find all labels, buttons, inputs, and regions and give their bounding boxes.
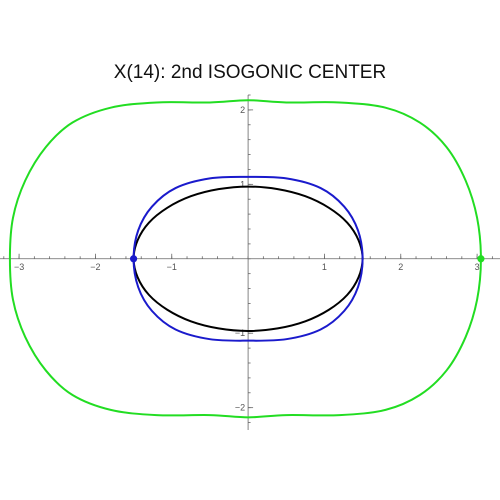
axes: −3 −2 −1 1 2 3 −2 −1 1 2 — [0, 94, 500, 430]
x-tick-label: 2 — [398, 262, 403, 272]
y-tick-label: 1 — [240, 179, 245, 189]
y-tick-label: −2 — [235, 403, 245, 413]
chart-title: X(14): 2nd ISOGONIC CENTER — [113, 62, 387, 83]
y-tick-label: 2 — [240, 105, 245, 115]
y-tick-label: −1 — [235, 328, 245, 338]
x-tick-label: 1 — [322, 262, 327, 272]
x-tick-label: −1 — [167, 262, 177, 272]
x-tick-label: 3 — [475, 262, 480, 272]
data-point-marker — [129, 255, 138, 263]
marker-layer — [129, 255, 485, 263]
green-locus-curve — [8, 99, 482, 419]
x-tick-label: −3 — [14, 262, 24, 272]
data-point-marker — [477, 255, 485, 263]
x-tick-label: −2 — [90, 262, 100, 272]
